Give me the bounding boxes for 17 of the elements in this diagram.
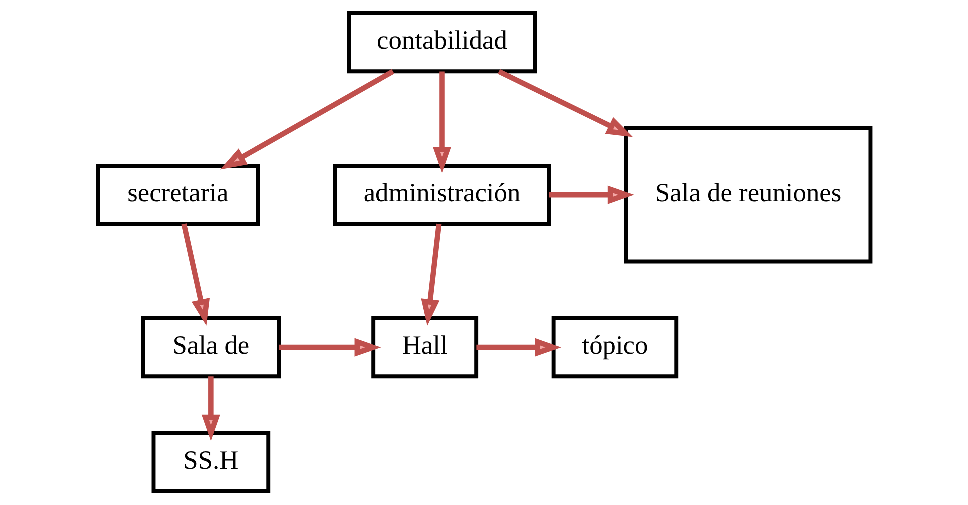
node-box: SS.H: [151, 431, 270, 494]
node-box: secretaria: [96, 164, 260, 226]
arrow: [548, 186, 634, 204]
arrow: [220, 69, 394, 170]
node-box: contabilidad: [346, 12, 537, 74]
node-box: tópico: [551, 316, 678, 379]
arrow: [181, 224, 210, 326]
node-box: Hall: [371, 316, 478, 379]
arrow: [420, 224, 442, 326]
arrow: [278, 338, 381, 357]
node-box: Sala de: [140, 316, 281, 379]
arrow: [201, 376, 220, 442]
node-box: Sala de reuniones: [624, 126, 872, 264]
arrow: [476, 338, 562, 357]
arrow: [497, 69, 633, 138]
arrow: [432, 72, 452, 174]
node-box: administración: [332, 164, 551, 226]
